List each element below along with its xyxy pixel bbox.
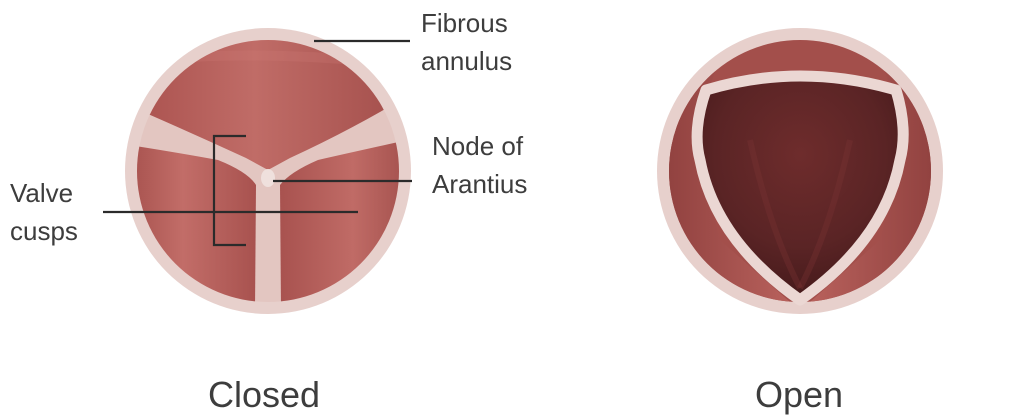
open-caption: Open [755, 374, 843, 415]
fibrous-annulus-label-line1: Fibrous [421, 8, 508, 38]
node-of-arantius-label-line2: Arantius [432, 169, 527, 199]
open-valve-orifice [691, 70, 909, 306]
closed-valve [103, 28, 412, 314]
open-valve [657, 28, 943, 314]
closed-node-of-arantius [261, 169, 275, 187]
valve-cusps-label-line2: cusps [10, 216, 78, 246]
node-of-arantius-label-line1: Node of [432, 131, 524, 161]
valve-cusps-label-line1: Valve [10, 178, 73, 208]
closed-top-cusp [137, 40, 399, 170]
closed-caption: Closed [208, 374, 320, 415]
fibrous-annulus-label-line2: annulus [421, 46, 512, 76]
valve-cusps-bracket [212, 134, 246, 247]
